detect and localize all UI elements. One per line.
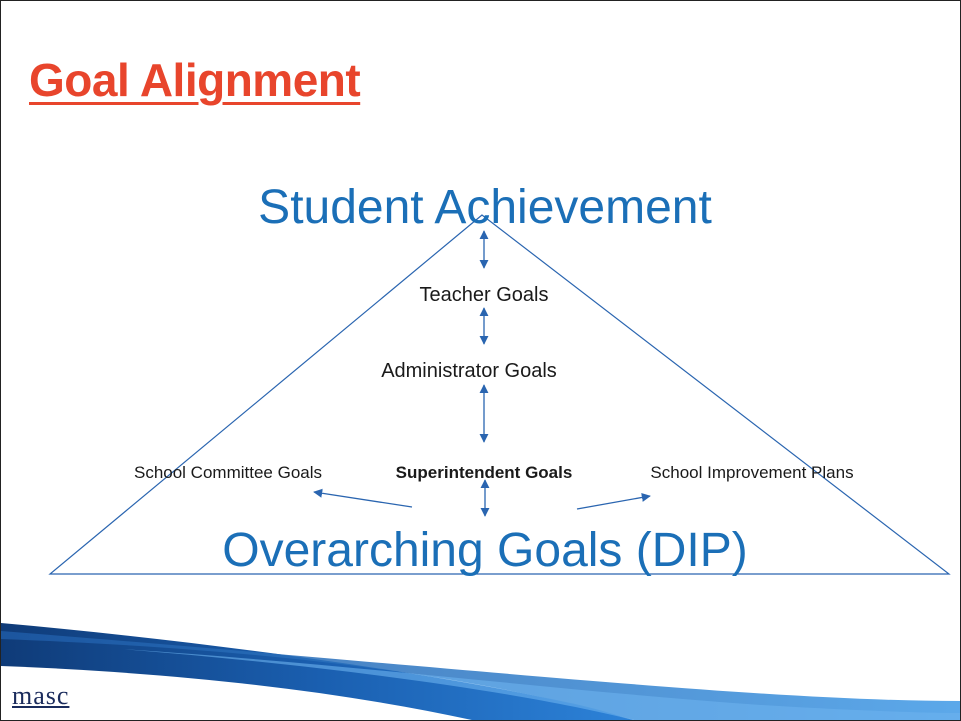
footer-swoosh xyxy=(1,623,960,720)
teacher-goals-label: Teacher Goals xyxy=(420,284,549,306)
masc-logo: masc xyxy=(12,681,70,710)
arrow-overarching-school-improvement xyxy=(576,492,651,510)
administrator-goals-label: Administrator Goals xyxy=(381,360,557,382)
school-improvement-plans-label: School Improvement Plans xyxy=(650,463,853,482)
slide-title: Goal Alignment xyxy=(29,54,361,106)
overarching-goals-label: Overarching Goals (DIP) xyxy=(222,524,748,577)
school-committee-goals-label: School Committee Goals xyxy=(134,463,322,482)
triangle-outline xyxy=(48,214,951,575)
superintendent-goals-label: Superintendent Goals xyxy=(396,463,573,482)
student-achievement-label: Student Achievement xyxy=(258,181,712,234)
arrow-overarching-school-committee xyxy=(313,488,413,508)
